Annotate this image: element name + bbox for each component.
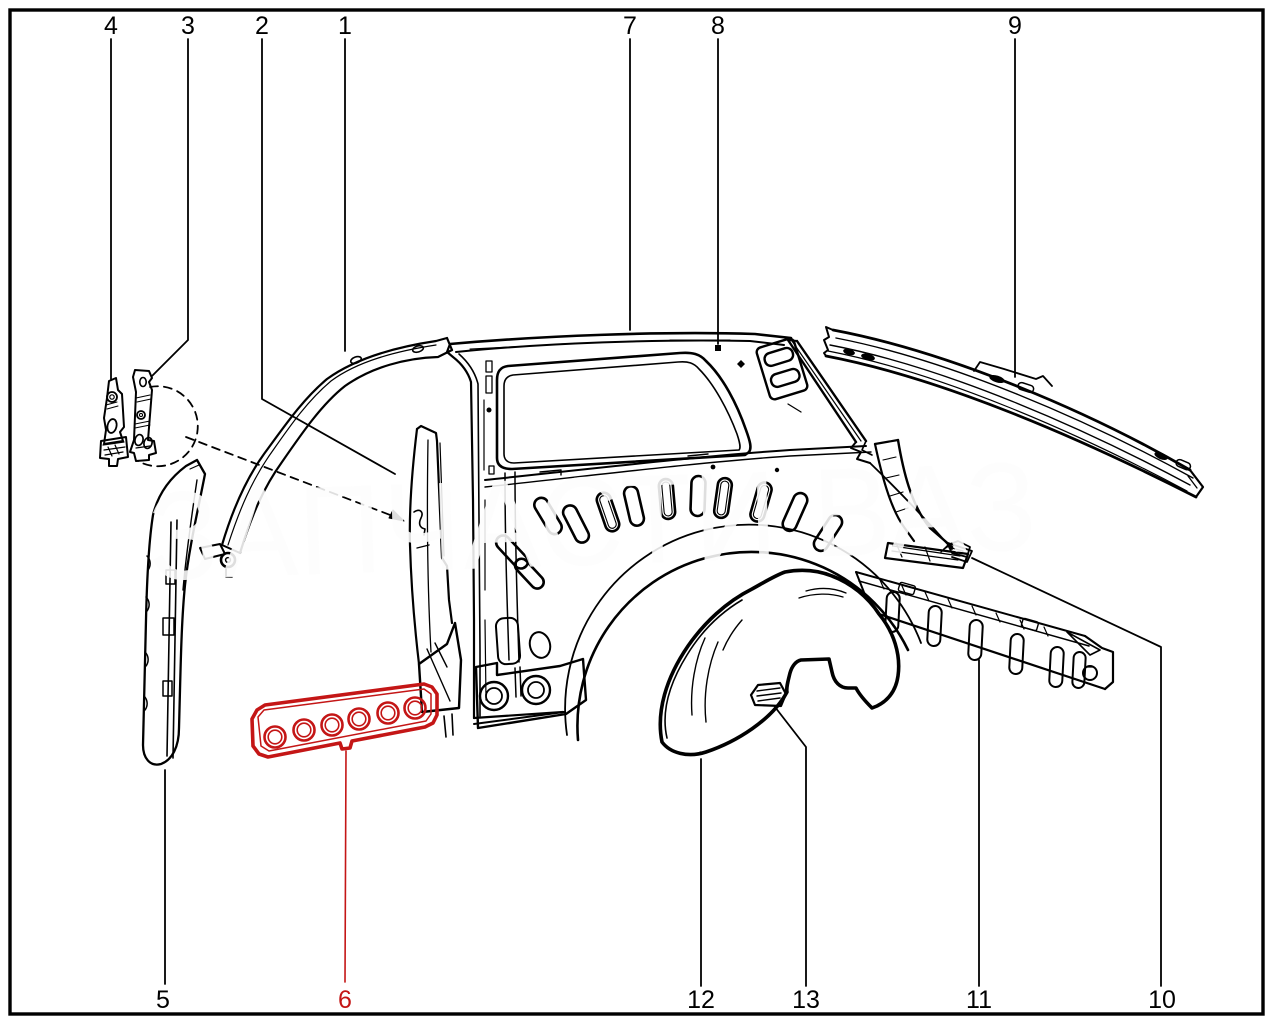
svg-text:3: 3 — [181, 12, 195, 40]
svg-text:6: 6 — [338, 986, 352, 1014]
svg-text:10: 10 — [1148, 986, 1176, 1014]
svg-text:8: 8 — [711, 12, 725, 40]
svg-text:1: 1 — [338, 12, 352, 40]
svg-text:2: 2 — [255, 12, 269, 40]
svg-text:9: 9 — [1008, 12, 1022, 40]
svg-text:7: 7 — [623, 12, 637, 40]
svg-text:13: 13 — [792, 986, 820, 1014]
svg-text:5: 5 — [156, 986, 170, 1014]
svg-text:11: 11 — [966, 986, 992, 1014]
svg-text:12: 12 — [687, 986, 715, 1014]
svg-text:4: 4 — [104, 12, 118, 40]
svg-text:ЗАПЧАСТИ ВАЗ: ЗАПЧАСТИ ВАЗ — [146, 435, 1040, 607]
